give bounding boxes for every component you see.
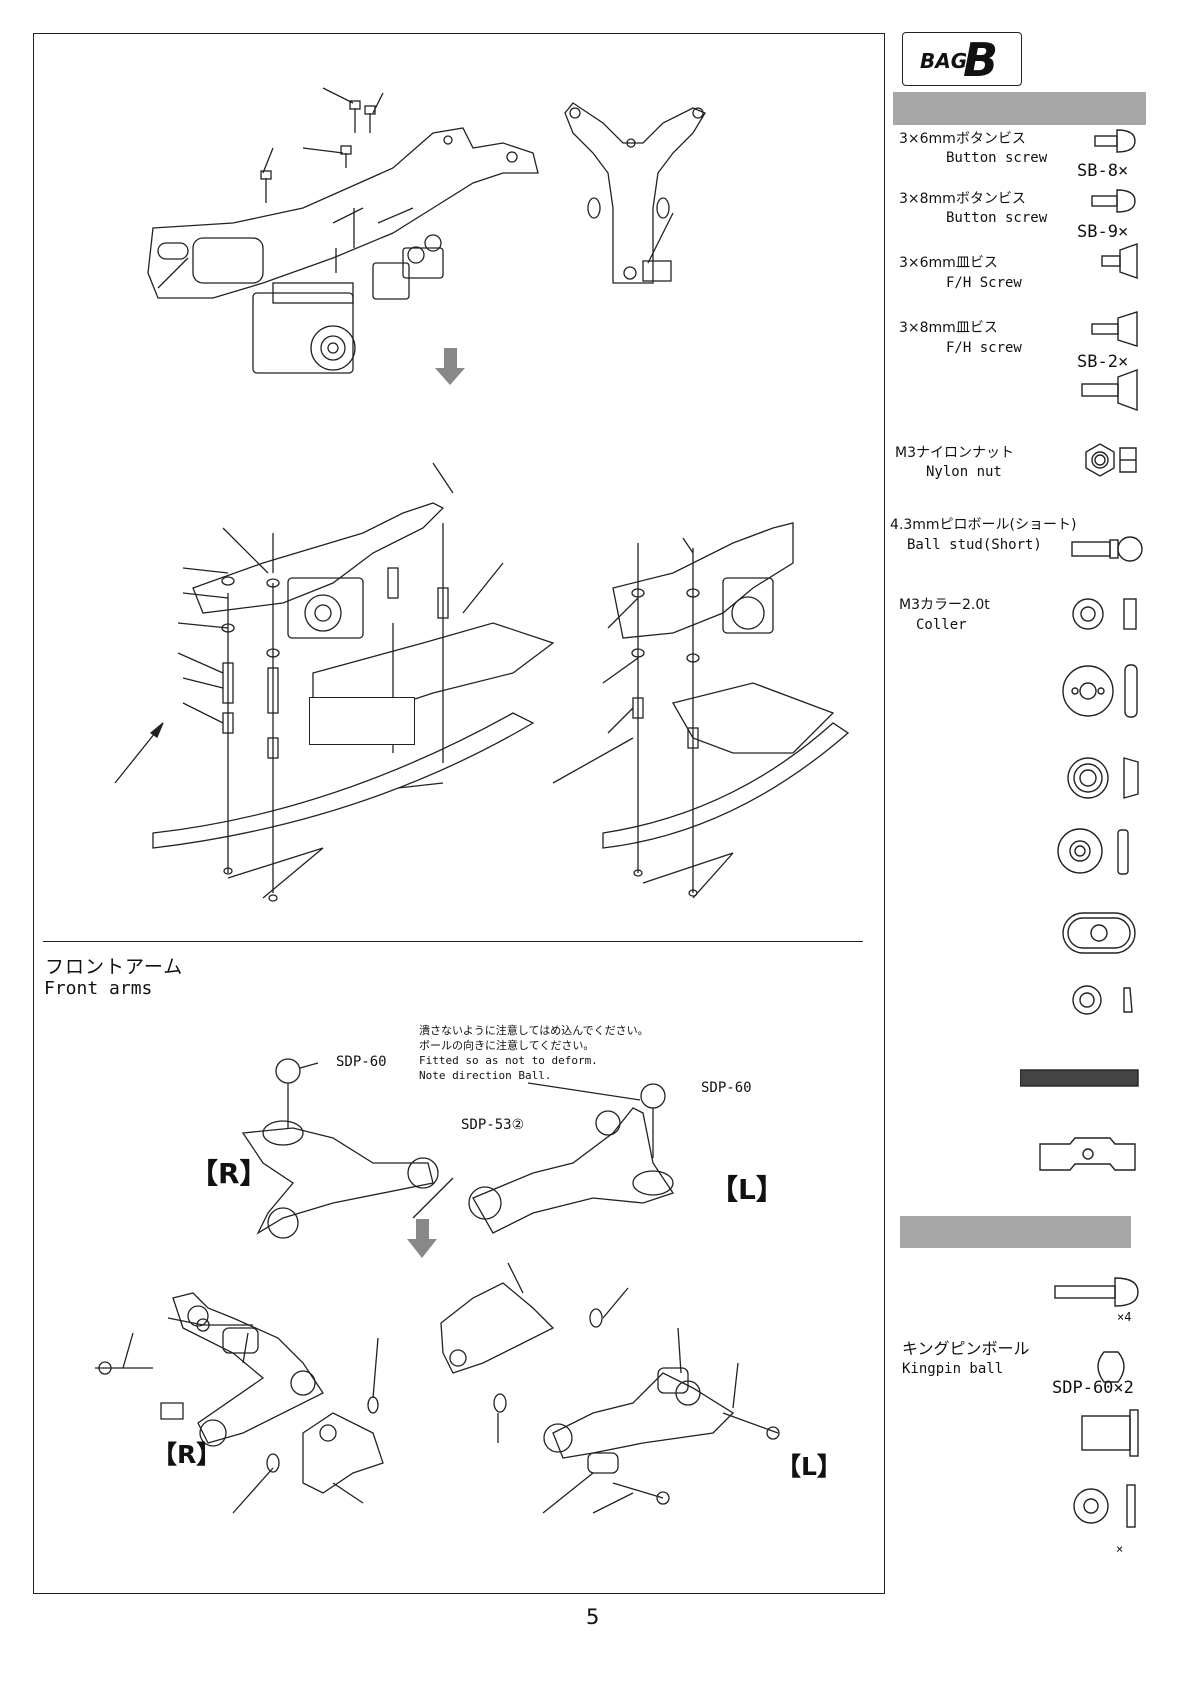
part-quantity: ×4 bbox=[1117, 1310, 1132, 1324]
flat-head-screw-icon bbox=[1091, 311, 1138, 347]
nylon-nut-icon bbox=[1085, 443, 1137, 477]
collar-tube-icon bbox=[1081, 1409, 1139, 1457]
part-name-jp: M3カラー2.0t bbox=[899, 597, 990, 613]
part-name-en: Button screw bbox=[946, 210, 1048, 226]
down-arrow bbox=[407, 1219, 437, 1258]
small-cup-icon bbox=[1072, 985, 1133, 1015]
section-title-jp: フロントアーム bbox=[45, 956, 184, 978]
bracket-illustration bbox=[564, 102, 706, 284]
part-quantity: × bbox=[1116, 1542, 1124, 1556]
down-arrow bbox=[435, 348, 465, 385]
parts-icon-column bbox=[1019, 120, 1170, 1590]
part-code: SDP-60×2 bbox=[1052, 1378, 1134, 1398]
label-sdp60: SDP-60 bbox=[701, 1080, 752, 1096]
part-name-jp: 3×6mm皿ビス bbox=[899, 255, 998, 271]
part-name-en: Coller bbox=[916, 617, 967, 633]
side-label-l: 【L】 bbox=[776, 1452, 842, 1481]
button-screw-icon bbox=[1091, 189, 1136, 213]
spacer-icon bbox=[1057, 828, 1129, 875]
side-label-r: 【R】 bbox=[190, 1157, 268, 1190]
button-screw-icon bbox=[1094, 129, 1136, 153]
side-label-l: 【L】 bbox=[710, 1173, 784, 1206]
part-code: SB-2× bbox=[1077, 352, 1129, 372]
kingpin-ball-icon bbox=[1097, 1351, 1125, 1383]
page-number: 5 bbox=[586, 1605, 600, 1629]
washer-icon bbox=[1073, 1484, 1136, 1528]
label-sdp53: SDP-53② bbox=[461, 1117, 525, 1133]
ball-cup-icon bbox=[1067, 757, 1139, 799]
part-name-en: Nylon nut bbox=[926, 464, 1002, 480]
parts-header-bar bbox=[893, 92, 1146, 125]
part-name-jp: 3×8mmボタンビス bbox=[899, 191, 1026, 207]
assembly-note-line: Note direction Ball. bbox=[419, 1069, 552, 1082]
bag-letter: B bbox=[963, 33, 999, 87]
oval-plate-icon bbox=[1062, 912, 1136, 954]
side-label-r: 【R】 bbox=[152, 1440, 222, 1469]
disc-icon bbox=[1062, 664, 1138, 718]
main-frame bbox=[33, 33, 885, 1594]
flat-head-screw-icon bbox=[1101, 243, 1138, 279]
label-sdp60: SDP-60 bbox=[336, 1054, 387, 1070]
assembly-note-line: Fitted so as not to deform. bbox=[419, 1054, 598, 1067]
bracket-plate-icon bbox=[1039, 1137, 1136, 1171]
assembly-note-line: ボールの向きに注意してください。 bbox=[419, 1039, 595, 1052]
parts-header-bar bbox=[900, 1216, 1131, 1248]
assembly-note-line: 潰さないように注意してはめ込んでください。 bbox=[419, 1024, 649, 1037]
threaded-rod-icon bbox=[1019, 1069, 1139, 1087]
section-divider bbox=[43, 941, 863, 942]
bag-word: BAG bbox=[920, 49, 968, 73]
part-name-jp: 3×8mm皿ビス bbox=[899, 320, 998, 336]
part-name-en: F/H screw bbox=[946, 340, 1022, 356]
ball-stud-icon bbox=[1071, 536, 1143, 562]
part-name-en: Button screw bbox=[946, 150, 1048, 166]
part-code: SB-9× bbox=[1077, 222, 1129, 242]
front-arm-r-top bbox=[241, 1058, 454, 1239]
collar-icon bbox=[1072, 598, 1137, 630]
callout-box bbox=[309, 697, 415, 745]
part-name-jp: キングピンボール bbox=[902, 1339, 1030, 1358]
section-title-en: Front arms bbox=[44, 978, 153, 999]
part-name-jp: 3×6mmボタンビス bbox=[899, 131, 1026, 147]
part-name-en: Ball stud(Short) bbox=[907, 537, 1042, 553]
part-name-en: Kingpin ball bbox=[902, 1361, 1004, 1377]
part-code: SB-8× bbox=[1077, 161, 1129, 181]
bolt-icon bbox=[1054, 1277, 1139, 1307]
part-name-jp: M3ナイロンナット bbox=[895, 445, 1014, 461]
bag-label: BAG B bbox=[902, 32, 1022, 87]
part-name-en: F/H Screw bbox=[946, 275, 1022, 291]
chassis-assembly-left bbox=[114, 462, 555, 902]
front-arm-r-bottom bbox=[95, 1292, 384, 1514]
front-arm-l-bottom bbox=[440, 1262, 780, 1514]
part-name-jp: 4.3mmピロボール(ショート) bbox=[890, 517, 1077, 533]
chassis-assembly-right bbox=[552, 522, 850, 899]
flat-head-screw-icon bbox=[1081, 368, 1138, 412]
assembly-diagram bbox=[33, 33, 885, 1594]
front-arm-l-top bbox=[468, 1082, 675, 1234]
servo-plate-illustration bbox=[147, 87, 539, 374]
